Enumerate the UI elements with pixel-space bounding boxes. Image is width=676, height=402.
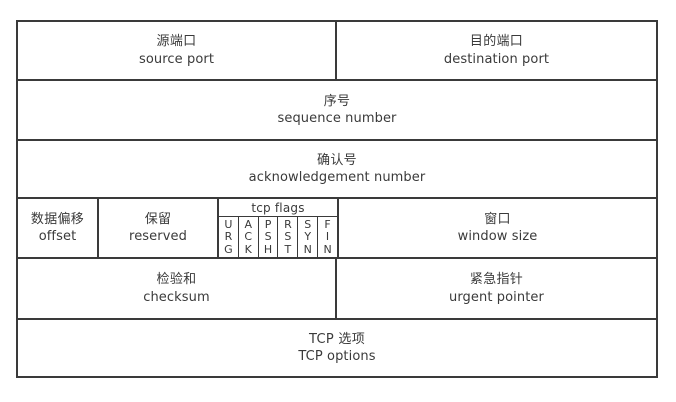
field-label-cn: TCP 选项: [308, 331, 366, 347]
field-tcp-options: TCP 选项 TCP options: [18, 320, 656, 376]
field-label-cn: 窗口: [484, 211, 511, 227]
field-label-cn: 确认号: [317, 152, 357, 168]
field-sequence-number: 序号 sequence number: [18, 81, 656, 139]
tcp-header-diagram: 源端口 source port 目的端口 destination port 序号…: [16, 20, 658, 378]
field-label-en: acknowledgement number: [248, 170, 426, 185]
field-label-cn: 源端口: [156, 34, 197, 50]
flag-syn: S Y N: [298, 217, 319, 257]
field-label-en: reserved: [129, 229, 187, 244]
flag-rst: R S T: [278, 217, 299, 257]
field-label-en: sequence number: [277, 111, 397, 126]
tcp-flags-title: tcp flags: [219, 199, 337, 217]
field-acknowledgement-number: 确认号 acknowledgement number: [18, 141, 656, 197]
flag-psh: P S H: [259, 217, 279, 257]
flag-urg: U R G: [219, 217, 239, 257]
field-label-en: checksum: [143, 289, 210, 305]
flag-letter: R: [284, 217, 292, 231]
field-label-en: source port: [138, 51, 215, 67]
field-reserved: 保留 reserved: [99, 199, 219, 257]
flag-letter: T: [284, 242, 292, 256]
table-row: 数据偏移 offset 保留 reserved tcp flags U R G …: [18, 199, 656, 259]
field-data-offset: 数据偏移 offset: [18, 199, 99, 257]
table-row: 确认号 acknowledgement number: [18, 141, 656, 199]
flag-letter: S: [284, 230, 292, 244]
table-row: 序号 sequence number: [18, 81, 656, 141]
field-label-en: offset: [38, 229, 77, 244]
flag-letter: F: [324, 217, 331, 231]
table-row: TCP 选项 TCP options: [18, 320, 656, 376]
field-label-cn: 目的端口: [469, 34, 524, 50]
flag-letter: U: [224, 217, 233, 231]
flag-letter: H: [263, 242, 273, 256]
field-label-cn: 紧急指针: [469, 272, 524, 288]
flag-letter: K: [244, 242, 252, 256]
field-label-cn: 数据偏移: [30, 211, 85, 227]
flag-letter: S: [304, 217, 312, 231]
field-label-cn: 检验和: [156, 272, 197, 288]
table-row: 源端口 source port 目的端口 destination port: [18, 22, 656, 81]
flag-letter: P: [264, 217, 272, 231]
flag-ack: A C K: [239, 217, 259, 257]
flag-letter: I: [325, 230, 330, 244]
tcp-flags-cells: U R G A C K P S H R S T: [219, 217, 337, 257]
field-label-en: TCP options: [298, 349, 376, 364]
field-destination-port: 目的端口 destination port: [337, 22, 656, 79]
field-window-size: 窗口 window size: [339, 199, 656, 257]
field-label-cn: 保留: [144, 211, 172, 227]
flag-letter: Y: [304, 230, 312, 244]
field-source-port: 源端口 source port: [18, 22, 337, 79]
field-label-en: window size: [457, 229, 538, 244]
flag-letter: G: [224, 242, 233, 256]
flag-letter: R: [224, 230, 233, 244]
flag-fin: F I N: [318, 217, 337, 257]
flag-letter: C: [244, 230, 253, 244]
flag-letter: N: [323, 242, 332, 256]
field-checksum: 检验和 checksum: [18, 259, 337, 318]
field-urgent-pointer: 紧急指针 urgent pointer: [337, 259, 656, 318]
flag-letter: A: [244, 217, 252, 231]
field-tcp-flags: tcp flags U R G A C K P S H: [219, 199, 339, 257]
field-label-cn: 序号: [323, 93, 351, 109]
field-label-en: destination port: [443, 51, 550, 67]
table-row: 检验和 checksum 紧急指针 urgent pointer: [18, 259, 656, 320]
flag-letter: S: [264, 230, 272, 244]
field-label-en: urgent pointer: [449, 289, 544, 305]
flag-letter: N: [303, 242, 312, 256]
